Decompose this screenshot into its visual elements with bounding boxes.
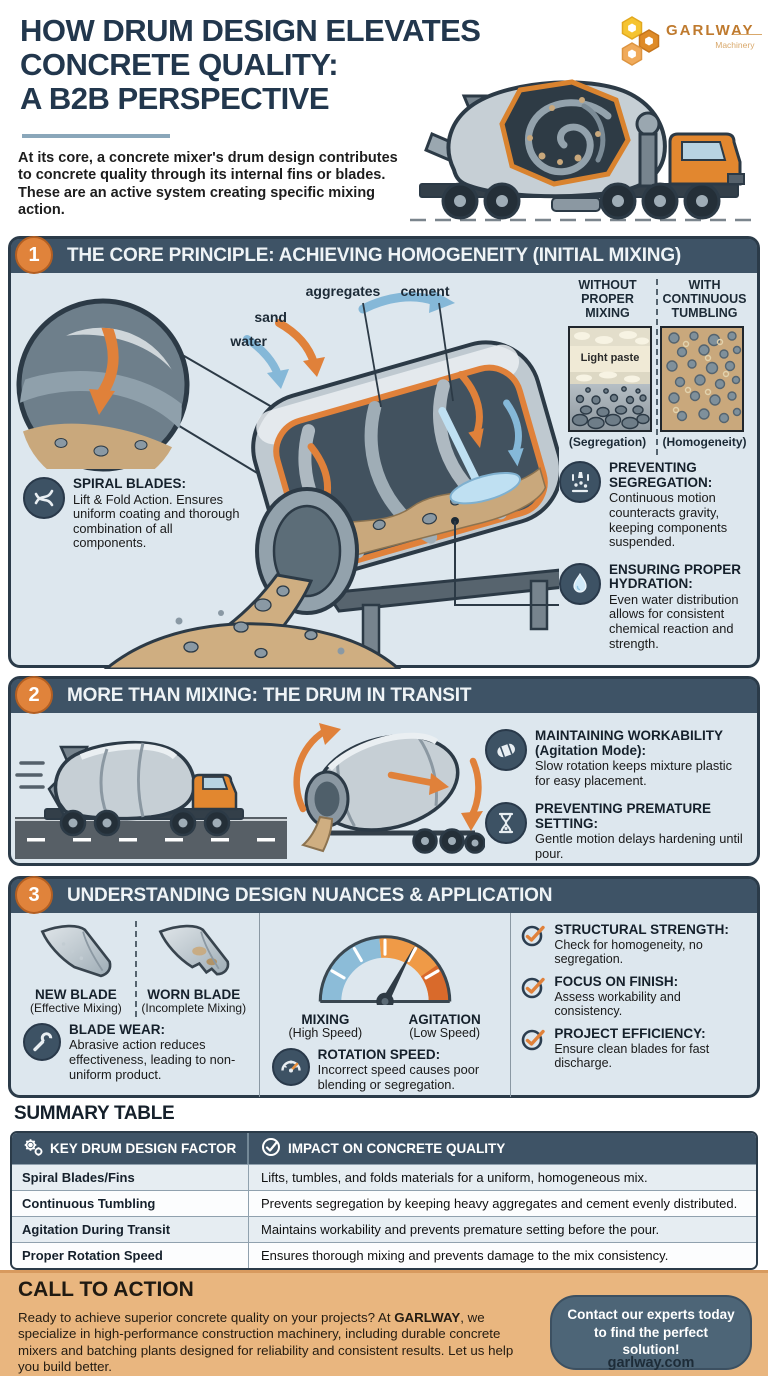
mixing-comparison: WITHOUT PROPER MIXING WITH CONTINUOUS TU…	[559, 278, 753, 651]
spiral-blades-icon	[23, 477, 65, 519]
section1-header: 1 THE CORE PRINCIPLE: ACHIEVING HOMOGENE…	[11, 236, 757, 274]
check-circle-icon	[261, 1137, 281, 1160]
blade-divider	[134, 921, 137, 1017]
blade-wear-note: BLADE WEAR: Abrasive action reduces effe…	[17, 1022, 253, 1082]
comparison-divider	[656, 279, 658, 455]
checklist-item: FOCUS ON FINISH:Assess workability and c…	[521, 974, 749, 1018]
homogeneity-caption: (Homogeneity)	[662, 435, 747, 450]
homogeneity-box	[660, 326, 744, 433]
new-blade-figure: NEW BLADE (Effective Mixing)	[20, 921, 132, 1015]
spiral-blades-heading: SPIRAL BLADES:	[73, 476, 187, 491]
cta-title: CALL TO ACTION	[18, 1278, 194, 1301]
segregation-icon	[559, 461, 601, 504]
section1-number-badge: 1	[15, 236, 53, 274]
comparison-left-title: WITHOUT PROPER MIXING	[578, 278, 637, 320]
section-drum-in-transit: 2 MORE THAN MIXING: THE DRUM IN TRANSIT	[8, 676, 760, 866]
checklist-item: STRUCTURAL STRENGTH:Check for homogeneit…	[521, 922, 749, 966]
section3-header: 3 UNDERSTANDING DESIGN NUANCES & APPLICA…	[11, 876, 757, 914]
blade-wear-column: NEW BLADE (Effective Mixing) WORN BLADE …	[11, 913, 260, 1097]
label-water: water	[230, 333, 267, 349]
agitation-drum-illustration	[293, 723, 485, 854]
intro-paragraph: At its core, a concrete mixer's drum des…	[18, 150, 398, 219]
mixer-truck-illustration	[402, 38, 762, 235]
wrench-icon	[23, 1022, 61, 1061]
preventing-segregation-note: PREVENTING SEGREGATION: Continuous motio…	[559, 460, 753, 549]
cta-paragraph: Ready to achieve superior concrete quali…	[18, 1310, 514, 1375]
quality-checklist: STRUCTURAL STRENGTH:Check for homogeneit…	[511, 913, 757, 1097]
section2-number-badge: 2	[15, 676, 53, 714]
summary-table: KEY DRUM DESIGN FACTOR IMPACT ON CONCRET…	[10, 1131, 758, 1270]
speedometer-icon	[271, 1047, 310, 1086]
section2-header: 2 MORE THAN MIXING: THE DRUM IN TRANSIT	[11, 676, 757, 714]
title-divider	[22, 134, 170, 138]
table-row: Proper Rotation Speed Ensures thorough m…	[12, 1242, 756, 1268]
rotation-speed-column: MIXING (High Speed) AGITATION (Low Speed…	[260, 913, 512, 1097]
contact-experts-button[interactable]: Contact our experts today to find the pe…	[550, 1295, 752, 1370]
segregation-caption: (Segregation)	[568, 435, 647, 450]
brand-logo: GARLWAY Machinery	[616, 14, 762, 73]
table-row: Spiral Blades/Fins Lifts, tumbles, and f…	[12, 1164, 756, 1190]
hourglass-icon	[485, 802, 527, 845]
drum-cutaway-illustration	[11, 289, 559, 669]
worn-blade-figure: WORN BLADE (Incomplete Mixing)	[138, 921, 250, 1015]
rotating-drum-icon	[485, 729, 527, 771]
summary-table-header: KEY DRUM DESIGN FACTOR IMPACT ON CONCRET…	[12, 1133, 756, 1164]
maintaining-workability-note: MAINTAINING WORKABILITY (Agitation Mode)…	[485, 728, 743, 788]
agitation-speed-label: AGITATION (Low Speed)	[408, 1012, 481, 1040]
brand-name: GARLWAY	[394, 1310, 461, 1325]
rotation-speed-note: ROTATION SPEED: Incorrect speed causes p…	[266, 1047, 505, 1093]
page-title: HOW DRUM DESIGN ELEVATES CONCRETE QUALIT…	[20, 13, 481, 117]
logo-rule	[734, 34, 762, 35]
section-design-nuances: 3 UNDERSTANDING DESIGN NUANCES & APPLICA…	[8, 876, 760, 1098]
check-circle-icon	[521, 1027, 547, 1070]
check-circle-icon	[521, 975, 547, 1018]
checklist-item: PROJECT EFFICIENCY:Ensure clean blades f…	[521, 1026, 749, 1070]
light-paste-label: Light paste	[580, 352, 640, 365]
comparison-right-title: WITH CONTINUOUS TUMBLING	[662, 278, 747, 320]
premature-setting-note: PREVENTING PREMATURE SETTING: Gentle mot…	[485, 801, 743, 861]
label-sand: sand	[254, 309, 287, 325]
summary-table-title: SUMMARY TABLE	[14, 1103, 175, 1124]
section3-number-badge: 3	[15, 876, 53, 914]
spiral-blades-body: Lift & Fold Action. Ensures uniform coat…	[73, 491, 240, 551]
speed-gauge	[318, 935, 452, 1011]
table-row: Continuous Tumbling Prevents segregation…	[12, 1190, 756, 1216]
label-cement: cement	[400, 283, 450, 299]
gears-icon	[22, 1137, 44, 1160]
section-core-principle: 1 THE CORE PRINCIPLE: ACHIEVING HOMOGENE…	[8, 236, 760, 669]
spiral-blades-note: SPIRAL BLADES: Lift & Fold Action. Ensur…	[23, 476, 245, 551]
logo-subtitle: Machinery	[715, 40, 755, 50]
segregation-box: Light paste	[568, 326, 652, 433]
water-drop-icon	[559, 562, 601, 605]
label-aggregates: aggregates	[305, 283, 381, 299]
call-to-action-banner: CALL TO ACTION Ready to achieve superior…	[0, 1270, 768, 1376]
proper-hydration-note: ENSURING PROPER HYDRATION: Even water di…	[559, 562, 753, 651]
transit-truck-illustration	[15, 740, 287, 859]
hexagon-logo-icon	[616, 14, 662, 73]
website-link[interactable]: garlway.com	[607, 1355, 695, 1371]
mixing-speed-label: MIXING (High Speed)	[288, 1012, 363, 1040]
logo-name: GARLWAY	[666, 22, 755, 39]
check-circle-icon	[521, 923, 547, 966]
table-row: Agitation During Transit Maintains worka…	[12, 1216, 756, 1242]
